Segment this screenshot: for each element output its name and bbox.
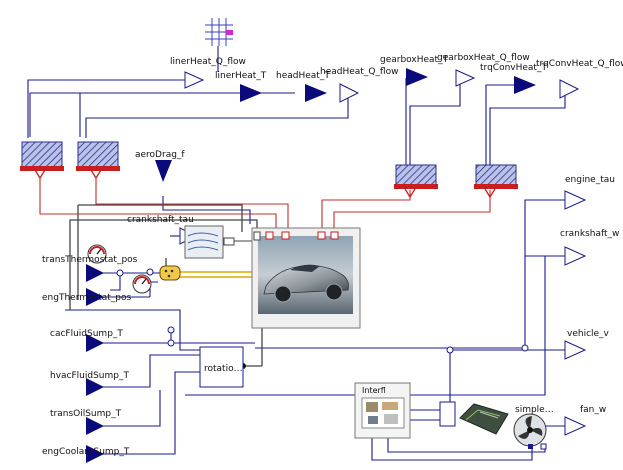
trans-oil-sump-t-input[interactable] [86,417,104,435]
thermal-wires [39,178,491,232]
bus-wire [178,271,262,278]
eng-coolant-sump-t-input[interactable] [86,445,104,463]
liner-heat-t-label: linerHeat_T [215,71,267,81]
crankshaft-tau-label: crankshaft_tau [127,215,194,225]
trqconv-heat-t-input[interactable] [514,76,536,94]
vehicle-block[interactable] [251,227,361,329]
head-heat-t-label: headHeat_T [276,71,330,81]
gearbox-heat-t-input[interactable] [406,68,428,86]
trans-thermostat-pos-input[interactable] [86,264,104,282]
trqconv-heat-q-flow-output[interactable] [559,79,580,99]
gearbox-heat-t-label: gearboxHeat_T [380,55,449,65]
mechanical-wires [69,204,263,367]
crankshaft-w-label: crankshaft_w [560,229,619,239]
eng-thermostat-pos-label: engThermostat_pos [42,293,131,303]
trans-oil-sump-t-label: transOilSump_T [50,409,122,419]
heat-port-block-liner[interactable] [20,141,64,180]
liner-heat-t-input[interactable] [240,84,262,102]
heat-port-block-head[interactable] [76,141,120,180]
crankshaft-w-output[interactable] [564,246,587,266]
cac-fluid-sump-t-label: cacFluidSump_T [50,329,123,339]
fan-w-label: fan_w [580,405,606,415]
liner-heat-q-flow-output[interactable] [184,71,205,89]
gauge-icon[interactable] [87,244,107,264]
eng-thermostat-pos-input[interactable] [86,288,104,306]
port-labels: linerHeat_Q_flow linerHeat_T headHeat_T … [42,53,623,457]
head-heat-q-flow-label: headHeat_Q_flow [320,67,398,77]
grid-icon[interactable] [205,18,233,46]
aero-drag-f-input[interactable] [155,160,172,182]
fan-icon[interactable]: simple… [513,405,554,450]
cac-fluid-sump-t-input[interactable] [86,334,104,352]
hvac-fluid-sump-t-label: hvacFluidSump_T [50,371,129,381]
simple-block-label: simple… [515,405,554,415]
rotation-block[interactable]: rotatio… [199,346,244,388]
trqconv-heat-q-flow-label: trqConvHeat_Q_flow [536,59,623,69]
trans-thermostat-pos-label: transThermostat_pos [42,255,138,265]
fan-w-output[interactable] [564,416,587,436]
hvac-fluid-sump-t-input[interactable] [86,378,104,396]
trqconv-heat-t-label: trqConvHeat_T [480,63,547,73]
heat-port-block-trqconv[interactable] [474,164,518,199]
interface-block-label: Interfl [362,386,386,395]
gauge-icon[interactable] [132,274,152,294]
gearbox-heat-q-flow-label: gearboxHeat_Q_flow [437,53,530,63]
engine-tau-label: engine_tau [565,175,615,185]
head-heat-t-input[interactable] [305,84,327,102]
ecu-module-icon[interactable] [439,401,509,435]
liner-heat-q-flow-label: linerHeat_Q_flow [170,57,246,67]
bus-connector-icon[interactable] [159,265,181,281]
vehicle-v-label: vehicle_v [567,329,610,339]
gearbox-heat-q-flow-output[interactable] [455,69,476,87]
airflow-icon[interactable] [184,225,252,259]
interface-block[interactable]: Interfl [354,382,411,439]
engine-tau-output[interactable] [564,190,587,210]
vehicle-v-output[interactable] [564,340,587,360]
eng-coolant-sump-t-label: engCoolantSump_T [42,447,130,457]
aero-drag-f-label: aeroDrag_f [135,150,185,160]
heat-port-block-gearbox[interactable] [394,164,438,199]
rotation-block-label: rotatio… [204,364,243,374]
head-heat-q-flow-output[interactable] [339,83,360,103]
